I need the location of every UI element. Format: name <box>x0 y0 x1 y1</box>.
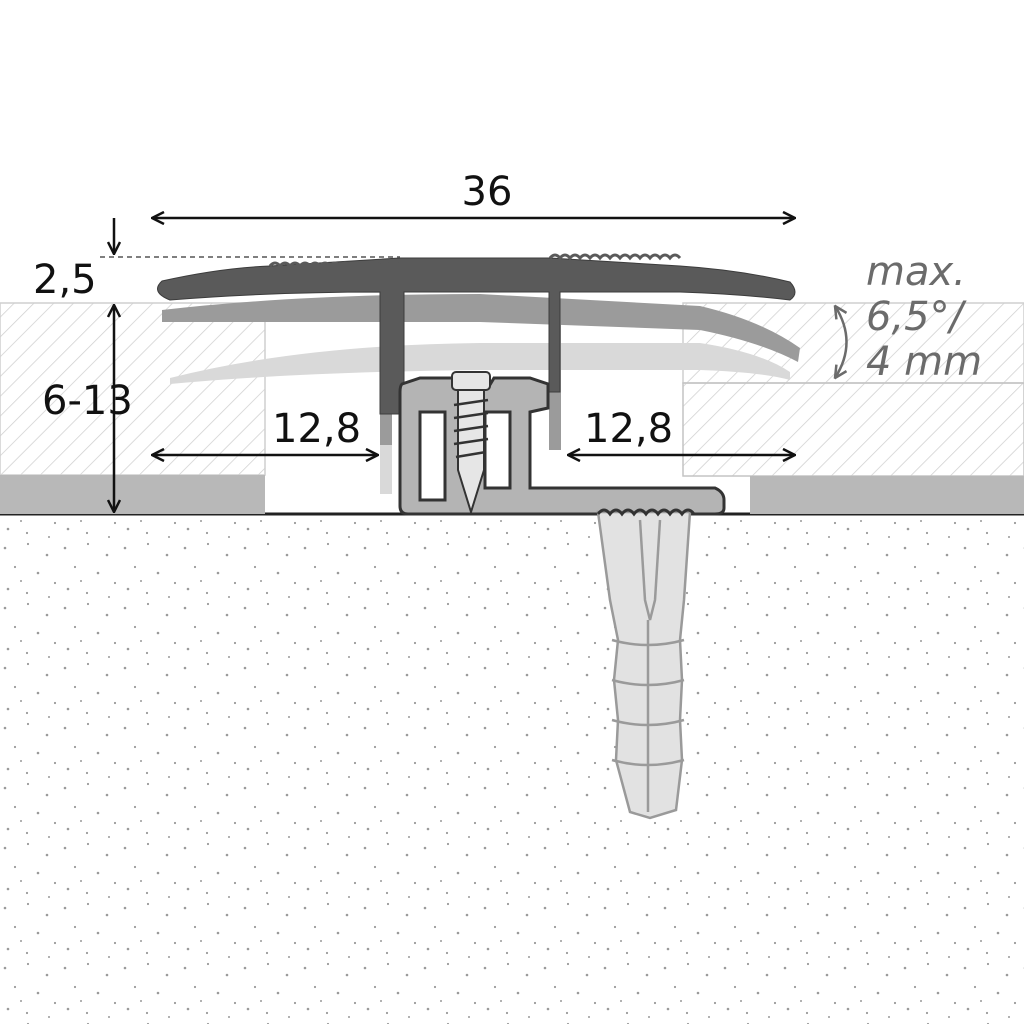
right-overlap-label: 12,8 <box>584 406 673 452</box>
left-floor-covering <box>0 302 266 514</box>
tolerance-max-label: max. <box>866 249 966 295</box>
width-dimension-label: 36 <box>462 169 513 215</box>
height-range-label: 6-13 <box>42 378 133 424</box>
wall-plug-icon <box>596 508 696 820</box>
profile-top <box>157 253 796 415</box>
screw-icon <box>451 371 491 516</box>
left-overlap-label: 12,8 <box>272 406 361 452</box>
screed-substrate <box>0 514 1024 1024</box>
base-profile <box>398 376 726 516</box>
tolerance-angle-label: 6,5°/ <box>866 294 968 340</box>
tolerance-arc-arrow <box>835 306 848 378</box>
thickness-label: 2,5 <box>33 257 97 303</box>
tolerance-height-label: 4 mm <box>866 339 982 385</box>
